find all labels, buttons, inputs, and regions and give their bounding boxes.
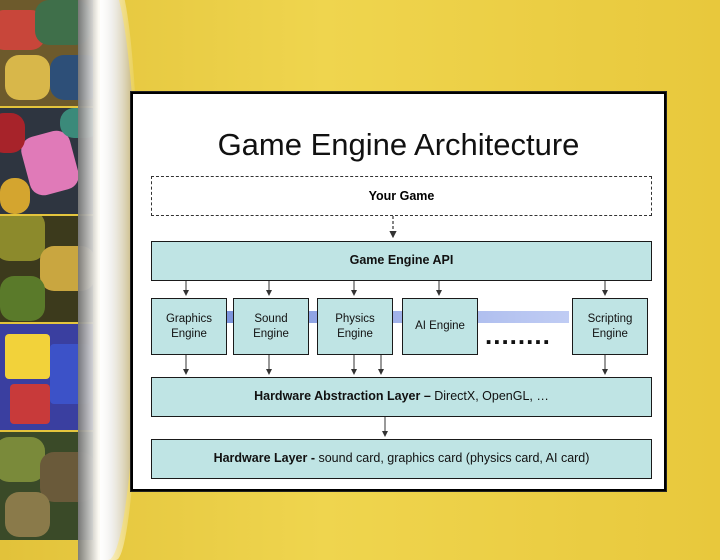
hardware-abstraction-layer-box: Hardware Abstraction Layer – DirectX, Op… [151,377,652,417]
engine-line1: Physics [335,313,375,326]
hw-detail-text: sound card, graphics card (physics card,… [315,451,590,466]
engine-line2: Engine [592,327,628,340]
engine-line2: Engine [337,327,373,340]
engine-line2: Engine [253,327,289,340]
engine-line1: Scripting [587,313,633,326]
puzzle-tile-1 [0,0,93,106]
more-engines-ellipsis: ........ [485,320,551,350]
hal-detail-text: DirectX, OpenGL, … [430,389,549,404]
puzzle-tile-2 [0,108,93,214]
ai-engine-box: AI Engine [402,298,478,355]
connector-arrows [183,216,608,437]
diagram-title: Game Engine Architecture [217,127,580,162]
puzzle-photo-strip [0,0,93,540]
engine-line1: Sound [254,313,288,326]
engine-line1: AI Engine [415,320,465,333]
game-engine-api-box: Game Engine API [151,241,652,281]
hw-bold-text: Hardware Layer - [213,451,315,466]
your-game-box: Your Game [151,176,652,216]
hal-bold-text: Hardware Abstraction Layer – [254,389,431,404]
engine-line2: Engine [171,327,207,340]
engine-line1: Graphics [165,313,213,326]
diagram-slide: Game Engine Architecture [130,91,667,492]
hardware-layer-box: Hardware Layer - sound card, graphics ca… [151,439,652,479]
puzzle-tile-3 [0,216,93,322]
puzzle-tile-4 [0,324,93,430]
